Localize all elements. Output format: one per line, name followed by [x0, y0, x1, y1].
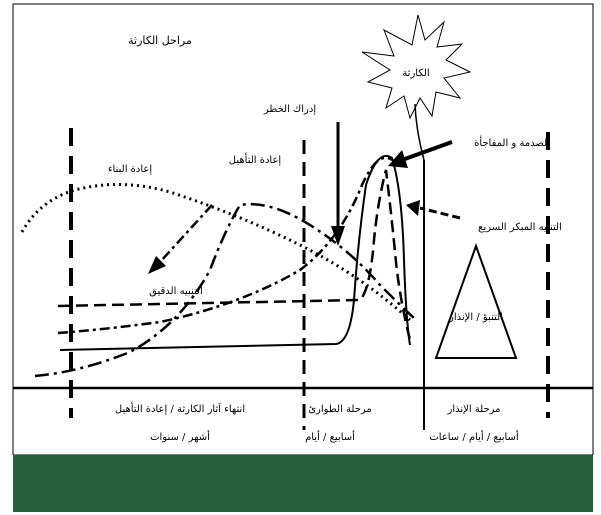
- danger-perception-label: إدراك الخطر: [263, 104, 316, 115]
- delayed-warning-label: التنبيه الدقيق: [149, 286, 203, 297]
- shock-arrow: [401, 140, 453, 162]
- early-warning-label: التنبيه المبكر السريع: [478, 222, 562, 233]
- phase-warning-time: أسابيع / أيام / ساعات: [429, 430, 519, 443]
- phase-recovery-label: انتهاء آثار الكارثة / إعادة التأهيل: [115, 401, 245, 415]
- impact-curve: [59, 154, 411, 351]
- delayed-warning-curve: [57, 169, 412, 341]
- reconstruction-arrow: [159, 204, 213, 263]
- burst-stem: [414, 103, 425, 161]
- prediction-triangle: [434, 243, 518, 359]
- early-warning-arrow: [419, 206, 461, 220]
- rehabilitation-label: إعادة التأهيل: [229, 152, 282, 166]
- reconstruction-label: إعادة البناء: [108, 164, 152, 175]
- diagram-title: مراحل الكارثة: [128, 34, 192, 47]
- arrow-head-icon: [388, 150, 408, 168]
- rehabilitation-curve: [34, 203, 417, 378]
- phase-warning-label: مرحلة الإنذار: [446, 404, 500, 415]
- disaster-label: الكارثة: [402, 68, 429, 79]
- shock-label: الصدمة و المفاجأة: [474, 135, 550, 149]
- arrow-head-icon: [331, 226, 345, 246]
- footer-bar: [13, 455, 593, 512]
- disaster-burst-icon: [361, 14, 472, 120]
- phase-recovery-time: أشهر / سنوات: [150, 430, 210, 443]
- disaster-phases-diagram: مراحل الكارثة الكارثة إدراك الخطر الصدمة…: [12, 3, 594, 455]
- arrow-head-icon: [406, 200, 420, 216]
- prediction-label: التنبؤ / الإنذار: [448, 312, 503, 323]
- diagram-border: [12, 3, 594, 455]
- early-warning-curve: [57, 156, 393, 335]
- phase-emergency-label: مرحلة الطوارئ: [308, 404, 372, 415]
- arrow-head-icon: [148, 256, 166, 274]
- phase-emergency-time: أسابيع / أيام: [305, 430, 355, 443]
